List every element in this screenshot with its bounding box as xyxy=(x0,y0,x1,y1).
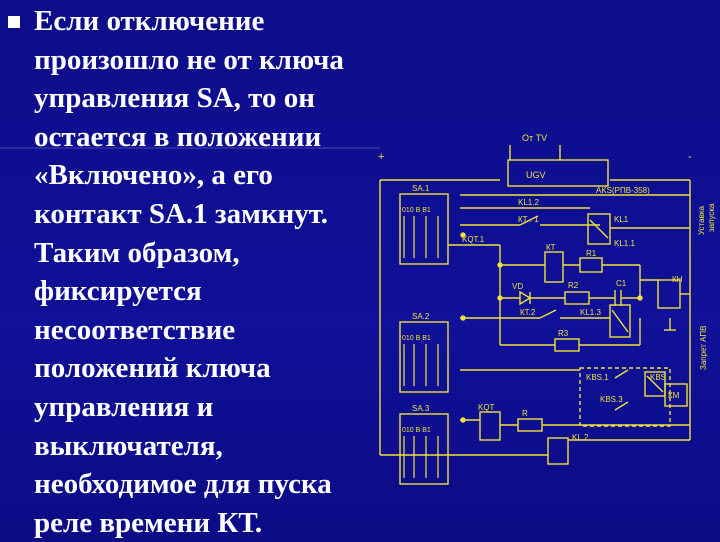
kl1-label: KL1 xyxy=(614,215,629,224)
kbs3-label: KBS.3 xyxy=(600,395,623,404)
r-label: R xyxy=(522,409,528,418)
terminal-dot xyxy=(460,417,466,423)
kt2-label: КТ.2 xyxy=(520,308,536,317)
r3-label: R3 xyxy=(558,329,569,338)
text-line: необходимое для пуска xyxy=(34,468,332,501)
aks-label: AKS(РПВ-358) xyxy=(596,186,650,195)
terminal-dot xyxy=(460,232,466,238)
kt2-contact xyxy=(539,309,557,319)
side-label-top: Уставка xyxy=(697,206,706,235)
sa-contacts xyxy=(403,216,439,478)
sa2-positions: 010 В В1 xyxy=(402,335,431,342)
ugv-block xyxy=(507,159,609,187)
terminal-dot xyxy=(637,295,643,301)
text-line: остается в положении xyxy=(34,120,322,153)
plus-label: + xyxy=(378,151,384,163)
kbs3-contact xyxy=(614,401,629,411)
km-relay xyxy=(664,383,688,407)
sa3-positions: 010 В В1 xyxy=(402,427,431,434)
text-line: реле времени КТ. xyxy=(34,506,263,539)
sa3-box xyxy=(399,413,449,485)
text-line: положений ключа xyxy=(34,352,271,385)
kl2-coil xyxy=(547,437,569,465)
terminal-dot xyxy=(497,295,503,301)
kl1-coil xyxy=(587,213,611,245)
side-label-bottom: Запрет АПВ xyxy=(699,326,708,370)
side-label-top2: запуска xyxy=(707,203,716,232)
kt1-contact xyxy=(519,215,539,226)
text-line: Если отключение xyxy=(34,5,265,37)
kqt-label: KQT xyxy=(478,403,495,412)
sa3-label: SA.3 xyxy=(412,404,430,413)
source-label: От ТV xyxy=(522,133,547,143)
kqt1-label: KQТ.1 xyxy=(462,235,485,244)
kbs-label: KBS xyxy=(650,373,666,382)
text-line: несоответствие xyxy=(34,313,236,346)
r1-resistor xyxy=(579,257,603,273)
kl13-diag xyxy=(611,309,629,333)
kl1-diag xyxy=(589,219,609,239)
c1-label: C1 xyxy=(616,279,627,288)
sa1-box xyxy=(399,193,449,265)
text-line: произошло не от ключа xyxy=(34,43,344,76)
text-line: выключателя, xyxy=(34,429,223,462)
diode-icon xyxy=(519,290,532,306)
kbs-block xyxy=(579,367,671,427)
sa1-label: SA.1 xyxy=(412,184,430,193)
kl12-label: KL1.2 xyxy=(518,198,539,207)
kh-label: КН xyxy=(672,275,683,284)
text-line: контакт SA.1 замкнут. xyxy=(34,197,329,230)
vd-label: VD xyxy=(512,282,523,291)
kbs1-contact xyxy=(614,369,629,379)
kbs-diag xyxy=(646,375,664,393)
r2-resistor xyxy=(564,291,590,305)
kbs1-label: KBS.1 xyxy=(586,373,609,382)
terminal-dot xyxy=(460,315,466,321)
text-line: фиксируется xyxy=(34,275,202,308)
text-line: «Включено», а его xyxy=(34,159,273,192)
r2-label: R2 xyxy=(568,281,579,290)
text-line: Таким образом, xyxy=(34,236,240,269)
terminal-dot xyxy=(497,262,503,268)
kl13-label: KL1.3 xyxy=(580,308,601,317)
slide-text: Если отключение произошло не от ключа уп… xyxy=(34,2,394,542)
minus-label: - xyxy=(688,151,692,163)
r-resistor xyxy=(517,418,543,432)
kl13-coil xyxy=(609,304,631,338)
kqt-coil xyxy=(479,411,501,441)
km-label: КМ xyxy=(668,391,680,400)
text-line: управления SA, то он xyxy=(34,82,316,115)
r1-label: R1 xyxy=(586,249,597,258)
bullet-square-icon xyxy=(8,16,20,28)
kt1-label: КТ . 1 xyxy=(518,215,539,224)
text-line: управления и xyxy=(34,390,214,423)
kt-coil xyxy=(544,251,564,283)
kl11-label: KL1.1 xyxy=(614,239,635,248)
kh-relay xyxy=(657,279,681,309)
sa2-label: SA.2 xyxy=(412,312,430,321)
kt-label: КТ xyxy=(546,243,556,252)
r3-resistor xyxy=(554,338,580,352)
ugv-label: UGV xyxy=(526,170,546,180)
sa2-box xyxy=(399,321,449,393)
sa1-positions: 010 В В1 xyxy=(402,207,431,214)
kl2-label: KL.2 xyxy=(572,433,589,442)
